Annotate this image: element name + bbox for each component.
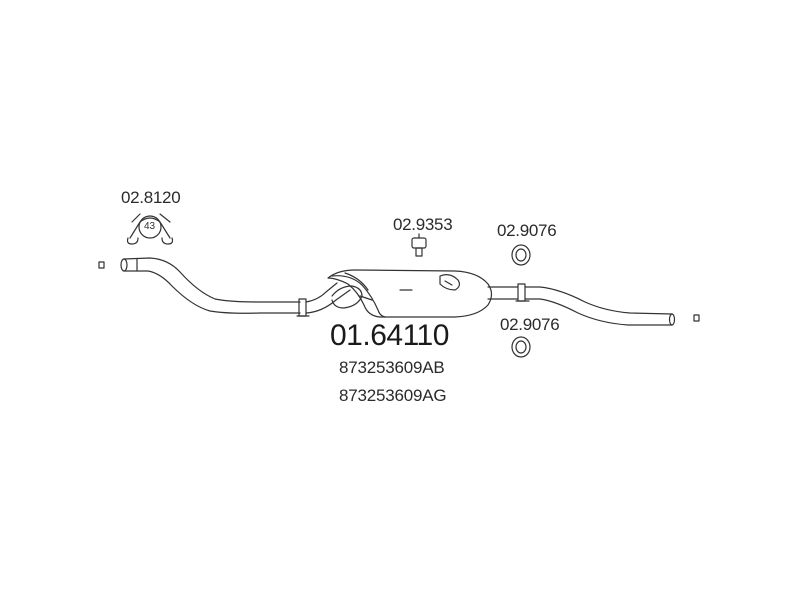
main-part-number: 01.64110 [330,319,449,352]
rubber-mount-code-label: 02.9353 [393,215,453,234]
joint-clamp-left [296,298,310,317]
seal-ring-bottom-code-label: 02.9076 [500,315,560,334]
oem-number-2: 873253609AG [339,386,447,405]
clamp-code-label: 02.8120 [121,188,181,207]
oem-number-1: 873253609AB [339,358,445,377]
front-pipe [120,257,301,314]
clamp-43-icon [126,213,174,245]
muffler-inlet-pipe [305,282,351,314]
clamp-size-label: 43 [144,221,156,232]
seal-ring-bottom-icon [511,336,531,358]
seal-ring-top-icon [511,244,531,266]
right-end-marker [693,314,700,322]
rubber-mount-icon [411,233,427,257]
seal-ring-top-code-label: 02.9076 [497,221,557,240]
muffler [327,269,493,318]
joint-clamp-right [515,283,530,302]
left-end-marker [98,261,105,269]
tail-pipe [487,286,676,326]
